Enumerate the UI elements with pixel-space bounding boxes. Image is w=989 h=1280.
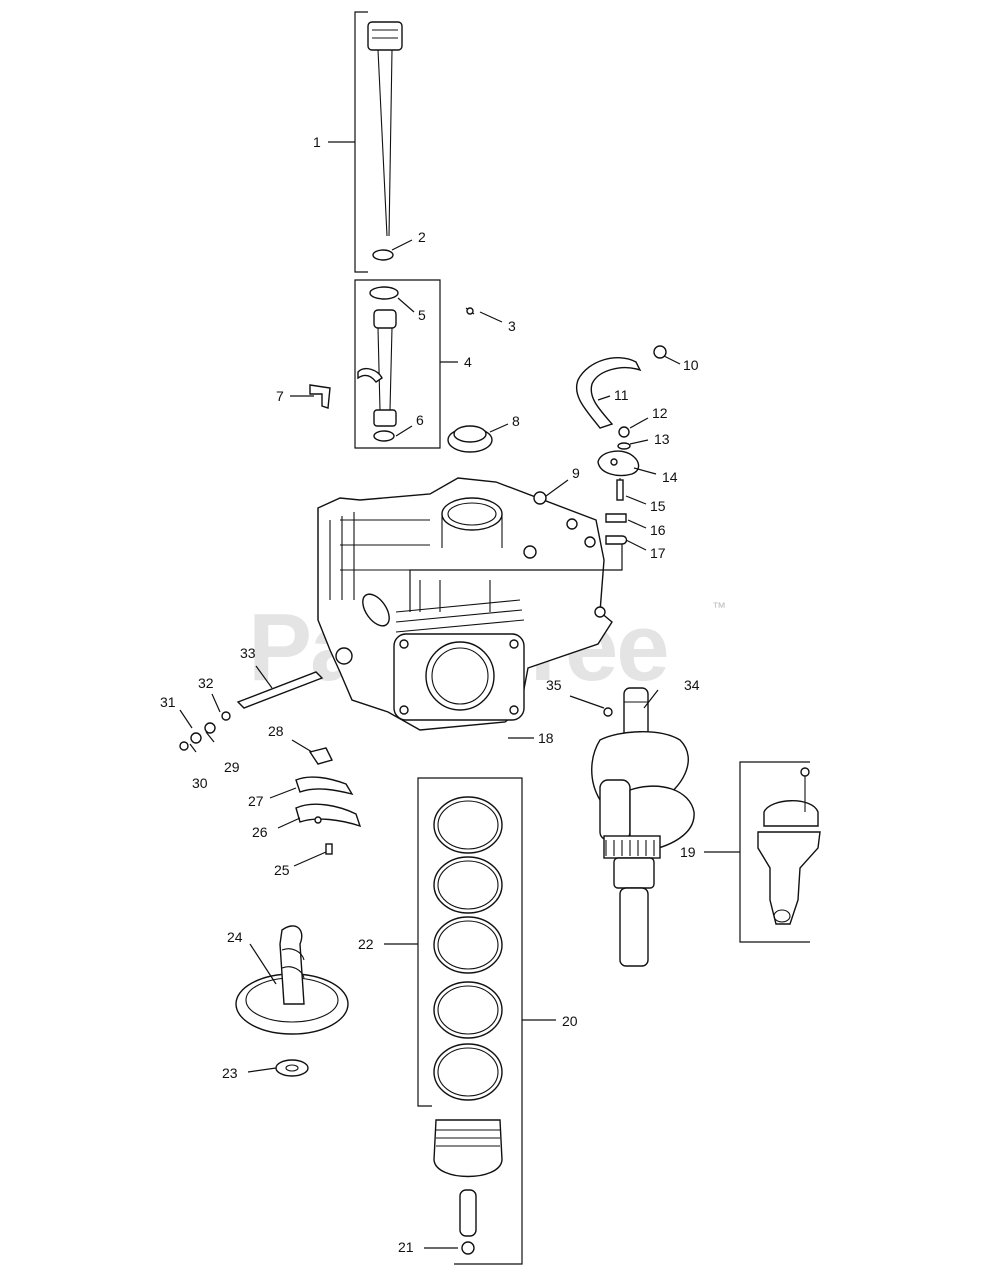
callout-26[interactable]: 26 [252,824,268,840]
part-dipstick[interactable] [354,11,403,273]
callout-13[interactable]: 13 [654,431,670,447]
part-piston[interactable] [433,1119,503,1255]
callout-19[interactable]: 19 [680,844,696,860]
part-breather-hose[interactable] [575,345,667,450]
callout-10[interactable]: 10 [683,357,699,373]
callout-32[interactable]: 32 [198,675,214,691]
part-crankshaft[interactable] [591,687,695,967]
part-governor-assembly[interactable] [295,747,362,855]
callout-21[interactable]: 21 [398,1239,414,1255]
callout-20[interactable]: 20 [562,1013,578,1029]
part-seal-8[interactable] [447,425,493,453]
leader-lines [179,141,740,1249]
callout-11[interactable]: 11 [614,387,629,403]
callout-12[interactable]: 12 [652,405,668,421]
callout-4[interactable]: 4 [464,354,472,370]
part-camshaft[interactable] [235,925,349,1077]
callout-31[interactable]: 31 [160,694,176,710]
callout-28[interactable]: 28 [268,723,284,739]
part-breather-cover[interactable] [597,450,640,545]
watermark-trademark: ™ [712,599,726,615]
callout-35[interactable]: 35 [546,677,562,693]
part-dipstick-tube[interactable] [309,279,441,449]
part-piston-rings[interactable] [417,777,523,1265]
part-connecting-rod[interactable] [739,761,821,943]
callout-labels: 1 2 3 4 5 6 7 8 9 10 11 12 13 14 15 16 1… [160,134,700,1255]
callout-3[interactable]: 3 [508,318,516,334]
callout-7[interactable]: 7 [276,388,284,404]
callout-34[interactable]: 34 [684,677,700,693]
callout-1[interactable]: 1 [313,134,321,150]
callout-27[interactable]: 27 [248,793,264,809]
part-governor-shaft[interactable] [179,671,324,751]
callout-25[interactable]: 25 [274,862,290,878]
part-screw-3[interactable] [465,307,475,315]
callout-29[interactable]: 29 [224,759,240,775]
callout-33[interactable]: 33 [240,645,256,661]
callout-9[interactable]: 9 [572,465,580,481]
callout-5[interactable]: 5 [418,307,426,323]
callout-6[interactable]: 6 [416,412,424,428]
part-crankcase-block[interactable] [317,477,613,731]
callout-30[interactable]: 30 [192,775,208,791]
callout-17[interactable]: 17 [650,545,666,561]
callout-24[interactable]: 24 [227,929,243,945]
callout-15[interactable]: 15 [650,498,666,514]
callout-22[interactable]: 22 [358,936,374,952]
callout-14[interactable]: 14 [662,469,678,485]
callout-8[interactable]: 8 [512,413,520,429]
callout-18[interactable]: 18 [538,730,554,746]
callout-23[interactable]: 23 [222,1065,238,1081]
callout-16[interactable]: 16 [650,522,666,538]
callout-2[interactable]: 2 [418,229,426,245]
